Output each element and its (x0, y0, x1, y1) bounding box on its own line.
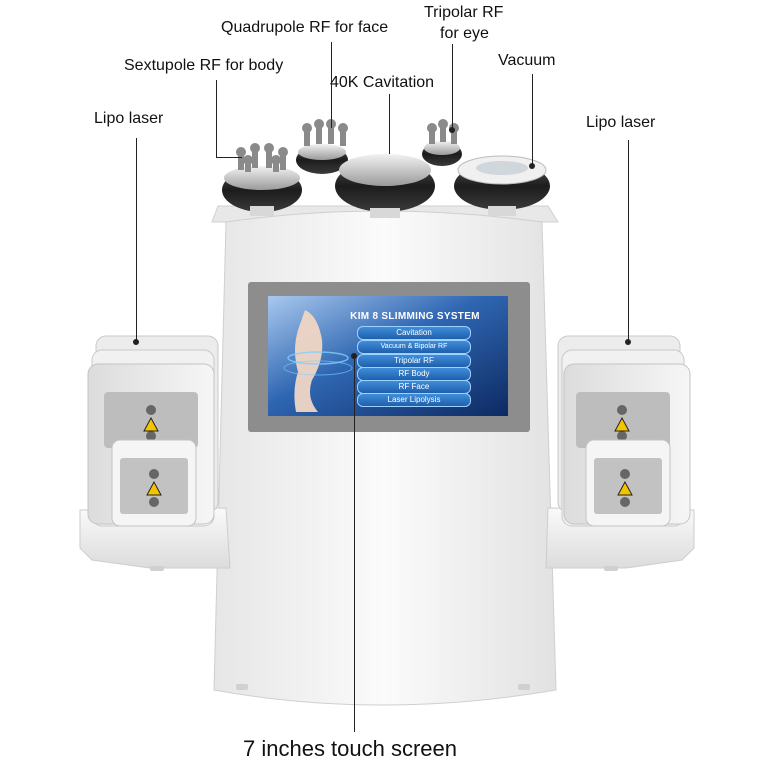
label-quadrupole-rf: Quadrupole RF for face (221, 19, 389, 36)
leader-vacuum (532, 74, 533, 166)
left-lipo-pads (87, 335, 219, 527)
tripolar-head (422, 119, 462, 166)
quadrupole-head (296, 119, 348, 174)
leader-lipo-left-dot (133, 339, 139, 345)
cavitation-head (335, 154, 435, 218)
label-tripolar-rf-line2: for eye (440, 25, 489, 42)
label-lipo-laser-left: Lipo laser (94, 110, 164, 127)
screen-menu-laser-lipolysis: Laser Lipolysis (357, 393, 471, 407)
leader-tripolar (452, 44, 453, 130)
leader-cavitation (389, 94, 390, 154)
leader-lipo-left (136, 138, 137, 342)
screen-menu-vacuum-bipolar-rf: Vacuum & Bipolar RF (357, 340, 471, 354)
sextupole-head (222, 143, 302, 216)
leader-lipo-right-dot (625, 339, 631, 345)
label-vacuum: Vacuum (498, 52, 556, 69)
screen-menu-rf-body: RF Body (357, 367, 471, 381)
screen-menu-cavitation: Cavitation (357, 326, 471, 340)
right-lipo-pads (557, 335, 691, 527)
label-touch-screen: 7 inches touch screen (243, 736, 458, 761)
leader-sextupole-v (216, 80, 217, 158)
label-cavitation: 40K Cavitation (330, 74, 435, 91)
label-tripolar-rf-line1: Tripolar RF (424, 4, 504, 21)
leader-vacuum-dot (529, 163, 535, 169)
screen-title: KIM 8 SLIMMING SYSTEM (350, 311, 480, 322)
vacuum-head (454, 155, 550, 216)
leader-touch-screen-dot (351, 353, 357, 359)
leader-tripolar-dot (449, 127, 455, 133)
leader-lipo-right (628, 140, 629, 342)
label-lipo-laser-right: Lipo laser (586, 114, 656, 131)
leader-sextupole-h (216, 157, 242, 158)
label-sextupole-rf: Sextupole RF for body (124, 57, 284, 74)
screen-menu-tripolar-rf: Tripolar RF (357, 354, 471, 368)
screen-menu-rf-face: RF Face (357, 380, 471, 394)
leader-quadrupole (331, 42, 332, 128)
leader-touch-screen (354, 356, 355, 732)
